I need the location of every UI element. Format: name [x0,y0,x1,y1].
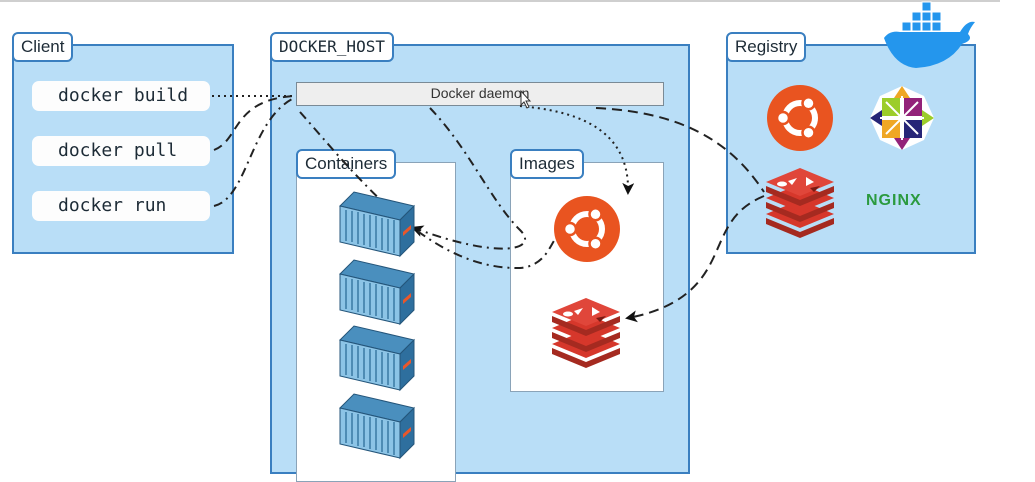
mouse-cursor-icon [520,89,532,109]
client-label: Client [12,32,74,62]
docker-build-command: docker build [32,81,210,111]
docker-daemon-bar: Docker daemon [296,82,664,106]
redis-registry-icon [766,168,834,238]
centos-logo-icon [870,86,934,150]
container-icon-1 [339,191,415,257]
ubuntu-registry-icon [767,85,833,151]
container-icon-4 [339,393,415,459]
nginx-logo: NGINX [866,192,922,209]
build-to-images-arrow [519,105,635,195]
top-divider [0,0,1000,2]
run-to-container-arrow [411,107,527,250]
container-icon-2 [339,259,415,325]
pull-connector [213,95,295,151]
container-icon-3 [339,325,415,391]
docker-pull-command: docker pull [32,136,210,166]
docker-run-command: docker run [32,191,210,221]
redis-image-icon [552,298,620,368]
run-connector [213,97,295,207]
pull-to-images-arrow [625,195,765,323]
run-path-secondary [299,111,557,270]
ubuntu-image-icon [554,196,620,262]
docker-whale-logo [884,1,975,68]
images-label: Images [510,149,584,179]
docker-host-label: DOCKER_HOST [270,32,394,62]
registry-label: Registry [726,32,807,62]
diagram-graphics [212,1,975,459]
pull-to-registry-line [595,107,765,193]
